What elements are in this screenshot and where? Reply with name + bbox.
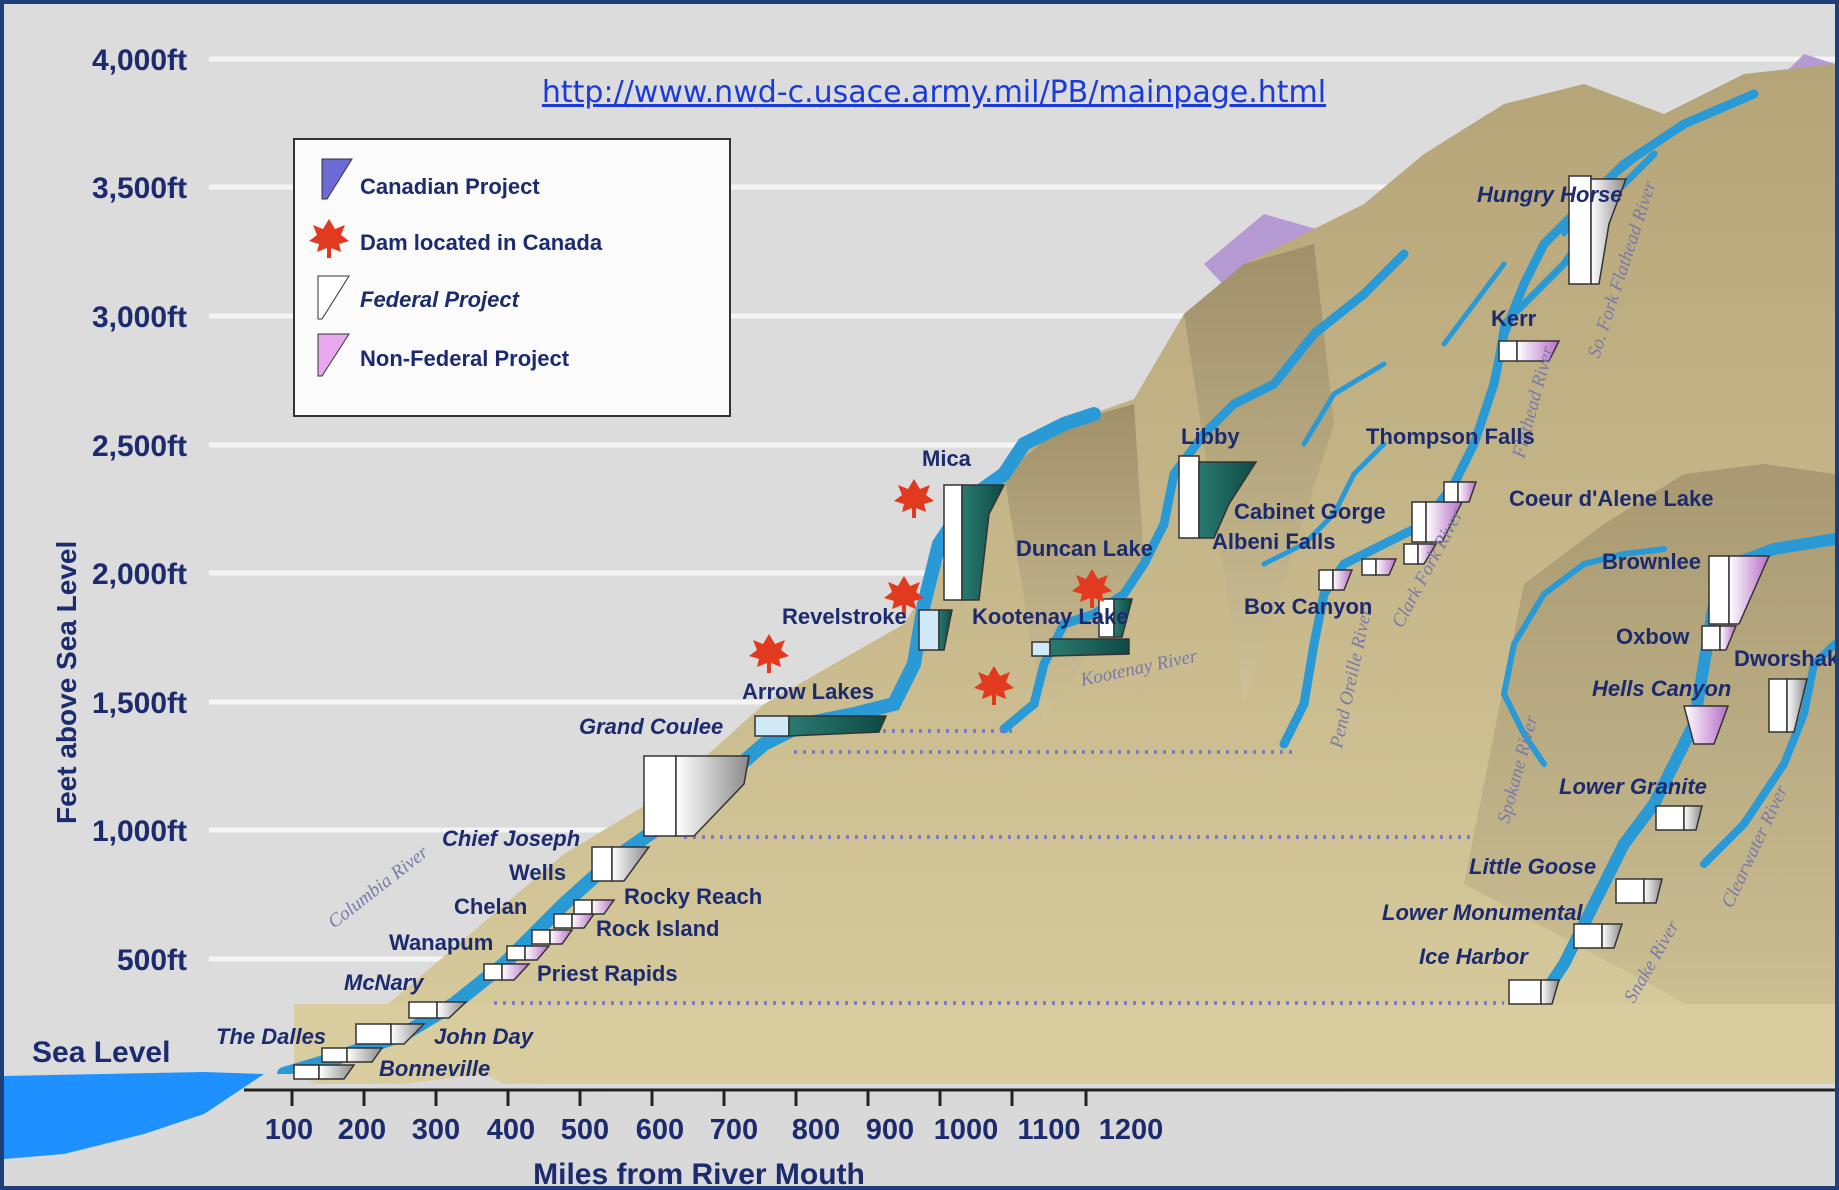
dam-label-chelan: Chelan	[454, 894, 527, 919]
x-tick-label: 900	[866, 1114, 914, 1146]
legend-label-canadian: Canadian Project	[360, 174, 540, 199]
legend-label-canada: Dam located in Canada	[360, 230, 603, 255]
columbia-river-profile-diagram: Columbia River Kootenay River Pend Oreil…	[4, 44, 1835, 1186]
dam-label-kerr: Kerr	[1491, 306, 1537, 331]
x-tick-label: 100	[265, 1114, 313, 1146]
dam-label-priest-rapids: Priest Rapids	[537, 961, 678, 986]
y-tick-label: 1,500ft	[92, 687, 187, 720]
dam-label-albeni-falls: Albeni Falls	[1212, 529, 1335, 554]
dam-label-coeur-d-alene: Coeur d'Alene Lake	[1509, 486, 1714, 511]
dam-label-lower-monumental: Lower Monumental	[1382, 900, 1583, 925]
x-tick-label: 800	[792, 1114, 840, 1146]
dam-label-wanapum: Wanapum	[389, 930, 493, 955]
canada-markers	[749, 479, 1112, 705]
dam-label-oxbow: Oxbow	[1616, 624, 1690, 649]
dam-label-little-goose: Little Goose	[1469, 854, 1596, 879]
dam-label-lower-granite: Lower Granite	[1559, 774, 1707, 799]
dam-label-mcnary: McNary	[344, 970, 425, 995]
maple-leaf-icon	[309, 219, 349, 258]
x-axis-tick-labels: 100 200 300 400 500 600 700 800 900 1000…	[265, 1114, 1163, 1146]
x-tick-label: 500	[561, 1114, 609, 1146]
maple-leaf-icon	[749, 634, 789, 673]
dam-label-wells: Wells	[509, 860, 566, 885]
x-tick-label: 600	[636, 1114, 684, 1146]
legend-label-federal: Federal Project	[360, 287, 521, 312]
y-axis-title: Feet above Sea Level	[51, 541, 82, 824]
dam-label-hells-canyon: Hells Canyon	[1592, 676, 1731, 701]
maple-leaf-icon	[894, 479, 934, 518]
x-tick-label: 1100	[1018, 1114, 1081, 1146]
dam-label-chief-joseph: Chief Joseph	[442, 826, 580, 851]
dam-label-ice-harbor: Ice Harbor	[1419, 944, 1529, 969]
dam-label-rocky-reach: Rocky Reach	[624, 884, 762, 909]
river-label-columbia: Columbia River	[324, 842, 433, 933]
x-tick-label: 400	[487, 1114, 535, 1146]
y-tick-label: 2,000ft	[92, 558, 187, 591]
pool-level-lines	[494, 729, 1504, 1005]
legend-label-non-federal: Non-Federal Project	[360, 346, 570, 371]
x-axis-ticks	[290, 1090, 1088, 1106]
y-tick-label: 3,000ft	[92, 301, 187, 334]
legend: Canadian Project Dam located in Canada F…	[293, 138, 731, 417]
maple-leaf-icon	[884, 576, 924, 615]
y-tick-label: 4,000ft	[92, 44, 187, 77]
dam-label-grand-coulee: Grand Coulee	[579, 714, 723, 739]
ocean	[4, 1072, 264, 1159]
dam-label-arrow-lakes: Arrow Lakes	[742, 679, 874, 704]
sea-level-label: Sea Level	[32, 1036, 170, 1069]
dam-labels: Bonneville The Dalles John Day McNary Pr…	[216, 182, 1835, 1081]
dam-label-rock-island: Rock Island	[596, 916, 719, 941]
dam-label-duncan: Duncan Lake	[1016, 536, 1153, 561]
dam-label-john-day: John Day	[434, 1024, 535, 1049]
dam-label-brownlee: Brownlee	[1602, 549, 1701, 574]
x-axis-title: Miles from River Mouth	[533, 1158, 865, 1186]
dam-label-revelstroke: Revelstroke	[782, 604, 907, 629]
lower-ground	[4, 1074, 1835, 1186]
maple-leaf-icon	[974, 666, 1014, 705]
dam-label-the-dalles: The Dalles	[216, 1024, 326, 1049]
federal-project-triangle-icon	[317, 275, 350, 320]
dam-label-dworshak: Dworshak	[1734, 646, 1835, 671]
source-url-link[interactable]: http://www.nwd-c.usace.army.mil/PB/mainp…	[542, 75, 1326, 110]
dam-label-thompson-falls: Thompson Falls	[1366, 424, 1535, 449]
x-tick-label: 1000	[934, 1114, 999, 1146]
dam-label-mica: Mica	[922, 446, 972, 471]
dam-label-hungry-horse: Hungry Horse	[1477, 182, 1622, 207]
y-tick-label: 1,000ft	[92, 815, 187, 848]
dam-label-kootenay: Kootenay Lake	[972, 604, 1129, 629]
x-tick-label: 300	[412, 1114, 460, 1146]
dam-label-box-canyon: Box Canyon	[1244, 594, 1372, 619]
non-federal-project-triangle-icon	[317, 333, 350, 377]
x-tick-label: 1200	[1099, 1114, 1164, 1146]
dam-label-bonneville: Bonneville	[379, 1056, 490, 1081]
canadian-project-triangle-icon	[321, 158, 353, 200]
dam-shapes	[293, 175, 1808, 1080]
y-tick-label: 3,500ft	[92, 172, 187, 205]
x-tick-label: 200	[338, 1114, 386, 1146]
y-axis-ticks: 4,000ft 3,500ft 3,000ft 2,500ft 2,000ft …	[32, 44, 187, 1069]
maple-leaf-icon	[1072, 569, 1112, 608]
dam-label-cabinet-gorge: Cabinet Gorge	[1234, 499, 1386, 524]
y-tick-label: 2,500ft	[92, 430, 187, 463]
y-tick-label: 500ft	[117, 944, 187, 977]
x-tick-label: 700	[710, 1114, 758, 1146]
dam-label-libby: Libby	[1181, 424, 1240, 449]
